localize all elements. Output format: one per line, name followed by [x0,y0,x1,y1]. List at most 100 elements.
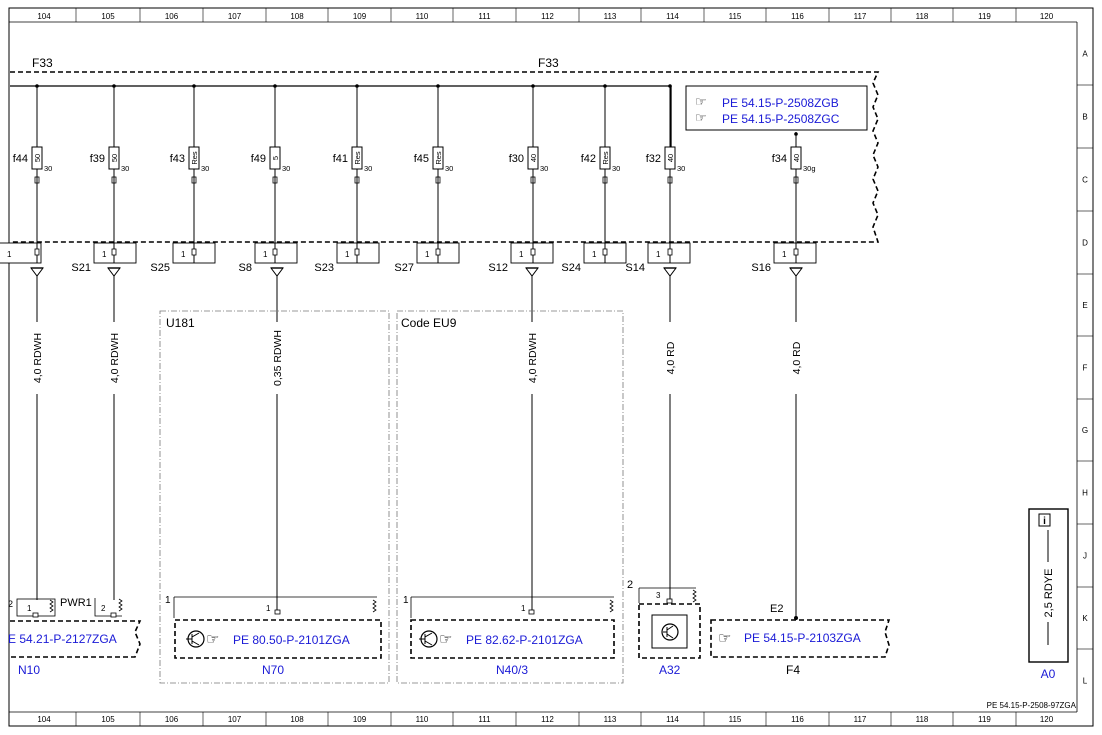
socket-label: S24 [561,262,581,274]
row-letter: B [1082,113,1087,122]
reference-link-2508zgc[interactable]: PE 54.15-P-2508ZGC [722,112,840,126]
wire-label: 0,35 RDWH [272,330,284,386]
fuse-name: f32 [646,153,661,165]
column-number: 105 [101,715,115,724]
wire-label: 4,0 RDWH [32,333,44,383]
column-number: 118 [916,715,929,724]
component-n40-3: 1 1 ☞ PE 82.62-P-2101ZGA N40/3 [403,595,615,677]
socket-label: S23 [314,262,334,274]
pin-n70-a: 1 [165,595,171,606]
socket-pin-marker [793,248,799,256]
bus-label-left: F33 [32,56,53,70]
socket-label: S14 [625,262,645,274]
hand-pointer-icon: ☞ [695,94,707,109]
info-icon[interactable] [1038,513,1051,527]
fuse-rating: 50 [110,154,119,162]
socket-label: S12 [488,262,508,274]
column-number: 114 [666,12,679,21]
column-number: 105 [101,12,115,21]
hand-pointer-icon: ☞ [718,630,731,647]
fuse-rating: Res [601,151,610,165]
wire-label: 4,0 RD [791,341,803,374]
column-number: 115 [729,12,742,21]
wire-arrow [270,267,284,277]
fuse-box-outline [10,71,880,243]
fuse-rating: Res [190,151,199,165]
pwr-label: PWR1 [60,597,92,609]
fuse-terminal-code: 30 [677,164,685,173]
column-number: 116 [791,715,804,724]
fuse-name: f44 [13,153,28,165]
row-letter: E [1082,301,1087,310]
row-letter: C [1082,176,1088,185]
wire-label: 4,0 RDWH [527,333,539,383]
fuse-name: f41 [333,153,348,165]
row-letter: G [1082,426,1088,435]
wire-label-bg [664,322,676,394]
column-number: 114 [666,715,679,724]
column-number: 120 [1040,12,1054,21]
fuse-terminal-code: 30 [121,164,129,173]
column-number: 107 [228,12,242,21]
wire: 4,0 RD [789,267,803,618]
wire-label-bg [526,322,538,394]
hand-pointer-icon: ☞ [695,110,707,125]
column-number: 110 [416,715,429,724]
socket-label: S16 [751,262,771,274]
reference-link-n10[interactable]: E 54.21-P-2127ZGA [8,632,117,646]
wire-label-bg [31,322,43,394]
component-a32: 2 3 A32 [627,579,701,677]
fuse-terminal-code: 30 [364,164,372,173]
transistor-icon [186,630,205,648]
pin-n40-a: 1 [403,595,409,606]
fuse-rating: 5 [271,156,280,160]
row-letter: L [1083,677,1088,686]
socket-S: 1S [0,242,42,264]
socket-label: S25 [150,262,170,274]
pin-a32-b: 3 [656,591,661,600]
column-number: 117 [854,715,867,724]
column-number: 111 [478,715,491,724]
fuse-name: f45 [414,153,429,165]
pin-n10-a: 2 [8,599,13,609]
zone-u181 [159,310,390,684]
column-number: 119 [978,715,991,724]
column-number: 106 [165,715,179,724]
fuse-rating: 40 [666,154,675,162]
socket-pin: 1 [592,250,597,259]
zone-u181-label: U181 [166,316,195,330]
wire-label-bg [108,322,120,394]
hand-pointer-icon: ☞ [439,631,452,648]
component-label-n40-3: N40/3 [496,663,528,677]
row-letter: H [1082,489,1088,498]
reference-link-2508zgb[interactable]: PE 54.15-P-2508ZGB [722,96,839,110]
column-number: 120 [1040,715,1054,724]
fuse-terminal-code: 30 [201,164,209,173]
fuse-terminal-code: 30 [612,164,620,173]
column-number: 109 [353,715,367,724]
socket-pin-marker [602,248,608,256]
reference-link-n70[interactable]: PE 80.50-P-2101ZGA [233,633,350,647]
transistor-icon [661,623,679,641]
bus-label-right: F33 [538,56,559,70]
reference-link-n40[interactable]: PE 82.62-P-2101ZGA [466,633,583,647]
pin-n70-b: 1 [266,604,271,613]
component-label-a32: A32 [659,663,681,677]
reference-link-f4[interactable]: PE 54.15-P-2103ZGA [744,631,861,645]
pin-n40-b: 1 [521,604,526,613]
socket-S8: 1S8 [239,242,298,274]
column-number: 118 [916,12,929,21]
column-number: 108 [290,715,304,724]
column-number: 117 [854,12,867,21]
